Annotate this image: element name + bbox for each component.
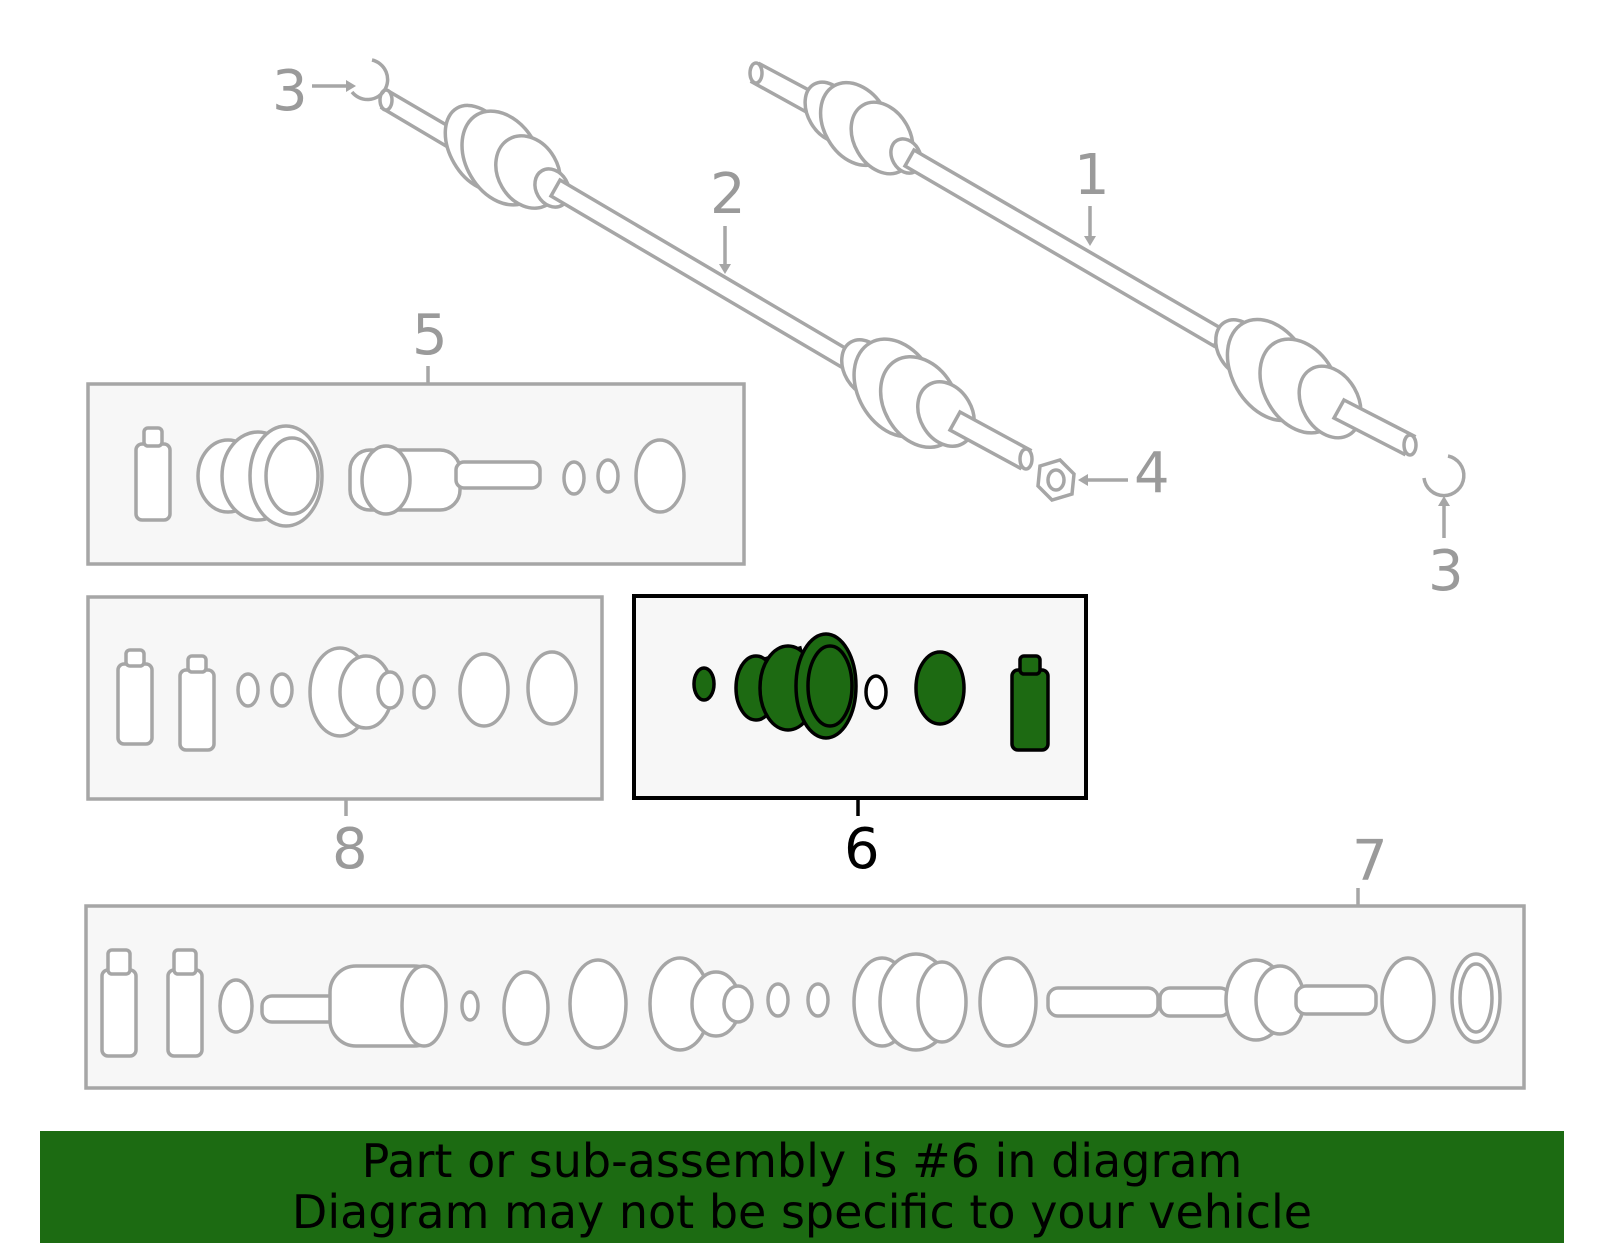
info-banner: Part or sub-assembly is #6 in diagram Di…	[40, 1131, 1564, 1243]
callout-2: 2	[710, 162, 746, 227]
banner-line-1: Part or sub-assembly is #6 in diagram	[361, 1134, 1243, 1188]
kit-box-5[interactable]	[86, 382, 746, 566]
callout-3-upper: 3	[272, 59, 308, 124]
callout-5: 5	[412, 303, 448, 368]
kit-box-8[interactable]	[86, 595, 604, 801]
circlip-3-upper[interactable]	[350, 58, 390, 102]
callout-4: 4	[1134, 441, 1170, 506]
callout-6: 6	[844, 817, 880, 882]
axle-shaft-1[interactable]	[748, 61, 1418, 457]
kit-box-6[interactable]	[632, 594, 1088, 800]
clamp-large-icon	[914, 650, 966, 726]
kit-box-7[interactable]	[84, 904, 1526, 1090]
callout-3-lower: 3	[1428, 539, 1464, 604]
axle-nut-4[interactable]	[1036, 458, 1076, 502]
circlip-3-lower[interactable]	[1422, 454, 1466, 498]
axle-shaft-2[interactable]	[378, 88, 1034, 471]
clamp-small-icon	[692, 666, 716, 702]
banner-line-2: Diagram may not be specific to your vehi…	[291, 1185, 1313, 1239]
callout-1: 1	[1074, 143, 1110, 208]
callout-8: 8	[332, 817, 368, 882]
grease-tube-icon	[1010, 668, 1050, 752]
callout-7: 7	[1352, 829, 1388, 894]
